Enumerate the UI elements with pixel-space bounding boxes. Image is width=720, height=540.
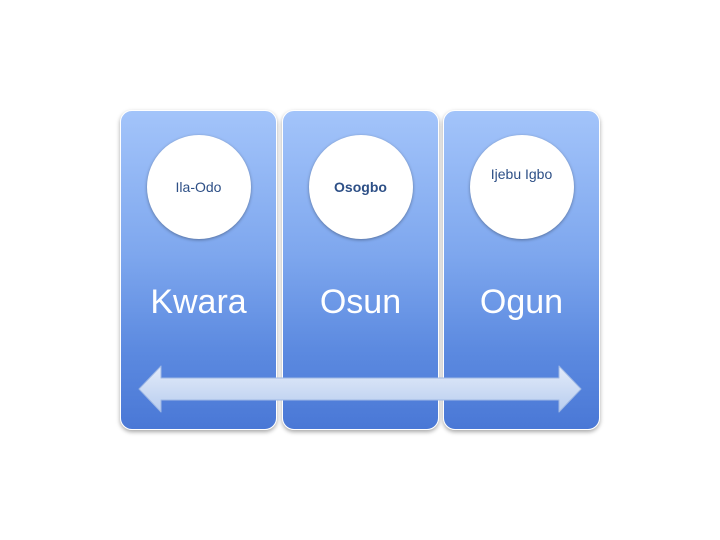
city-circle: Osogbo (308, 135, 413, 239)
double-headed-arrow-icon (138, 365, 582, 413)
city-circle: Ila-Odo (146, 135, 251, 239)
column-kwara: Ila-Odo Kwara (120, 110, 277, 430)
city-circle: Ijebu Igbo (469, 135, 574, 239)
column-ogun: Ijebu Igbo Ogun (443, 110, 600, 430)
state-label: Ogun (479, 283, 564, 321)
city-label: Ila-Odo (175, 179, 222, 195)
state-label: Kwara (150, 283, 247, 321)
state-label: Osun (319, 283, 402, 321)
city-label: Ijebu Igbo (490, 166, 553, 182)
column-osun: Osogbo Osun (282, 110, 439, 430)
city-label: Osogbo (334, 179, 387, 195)
